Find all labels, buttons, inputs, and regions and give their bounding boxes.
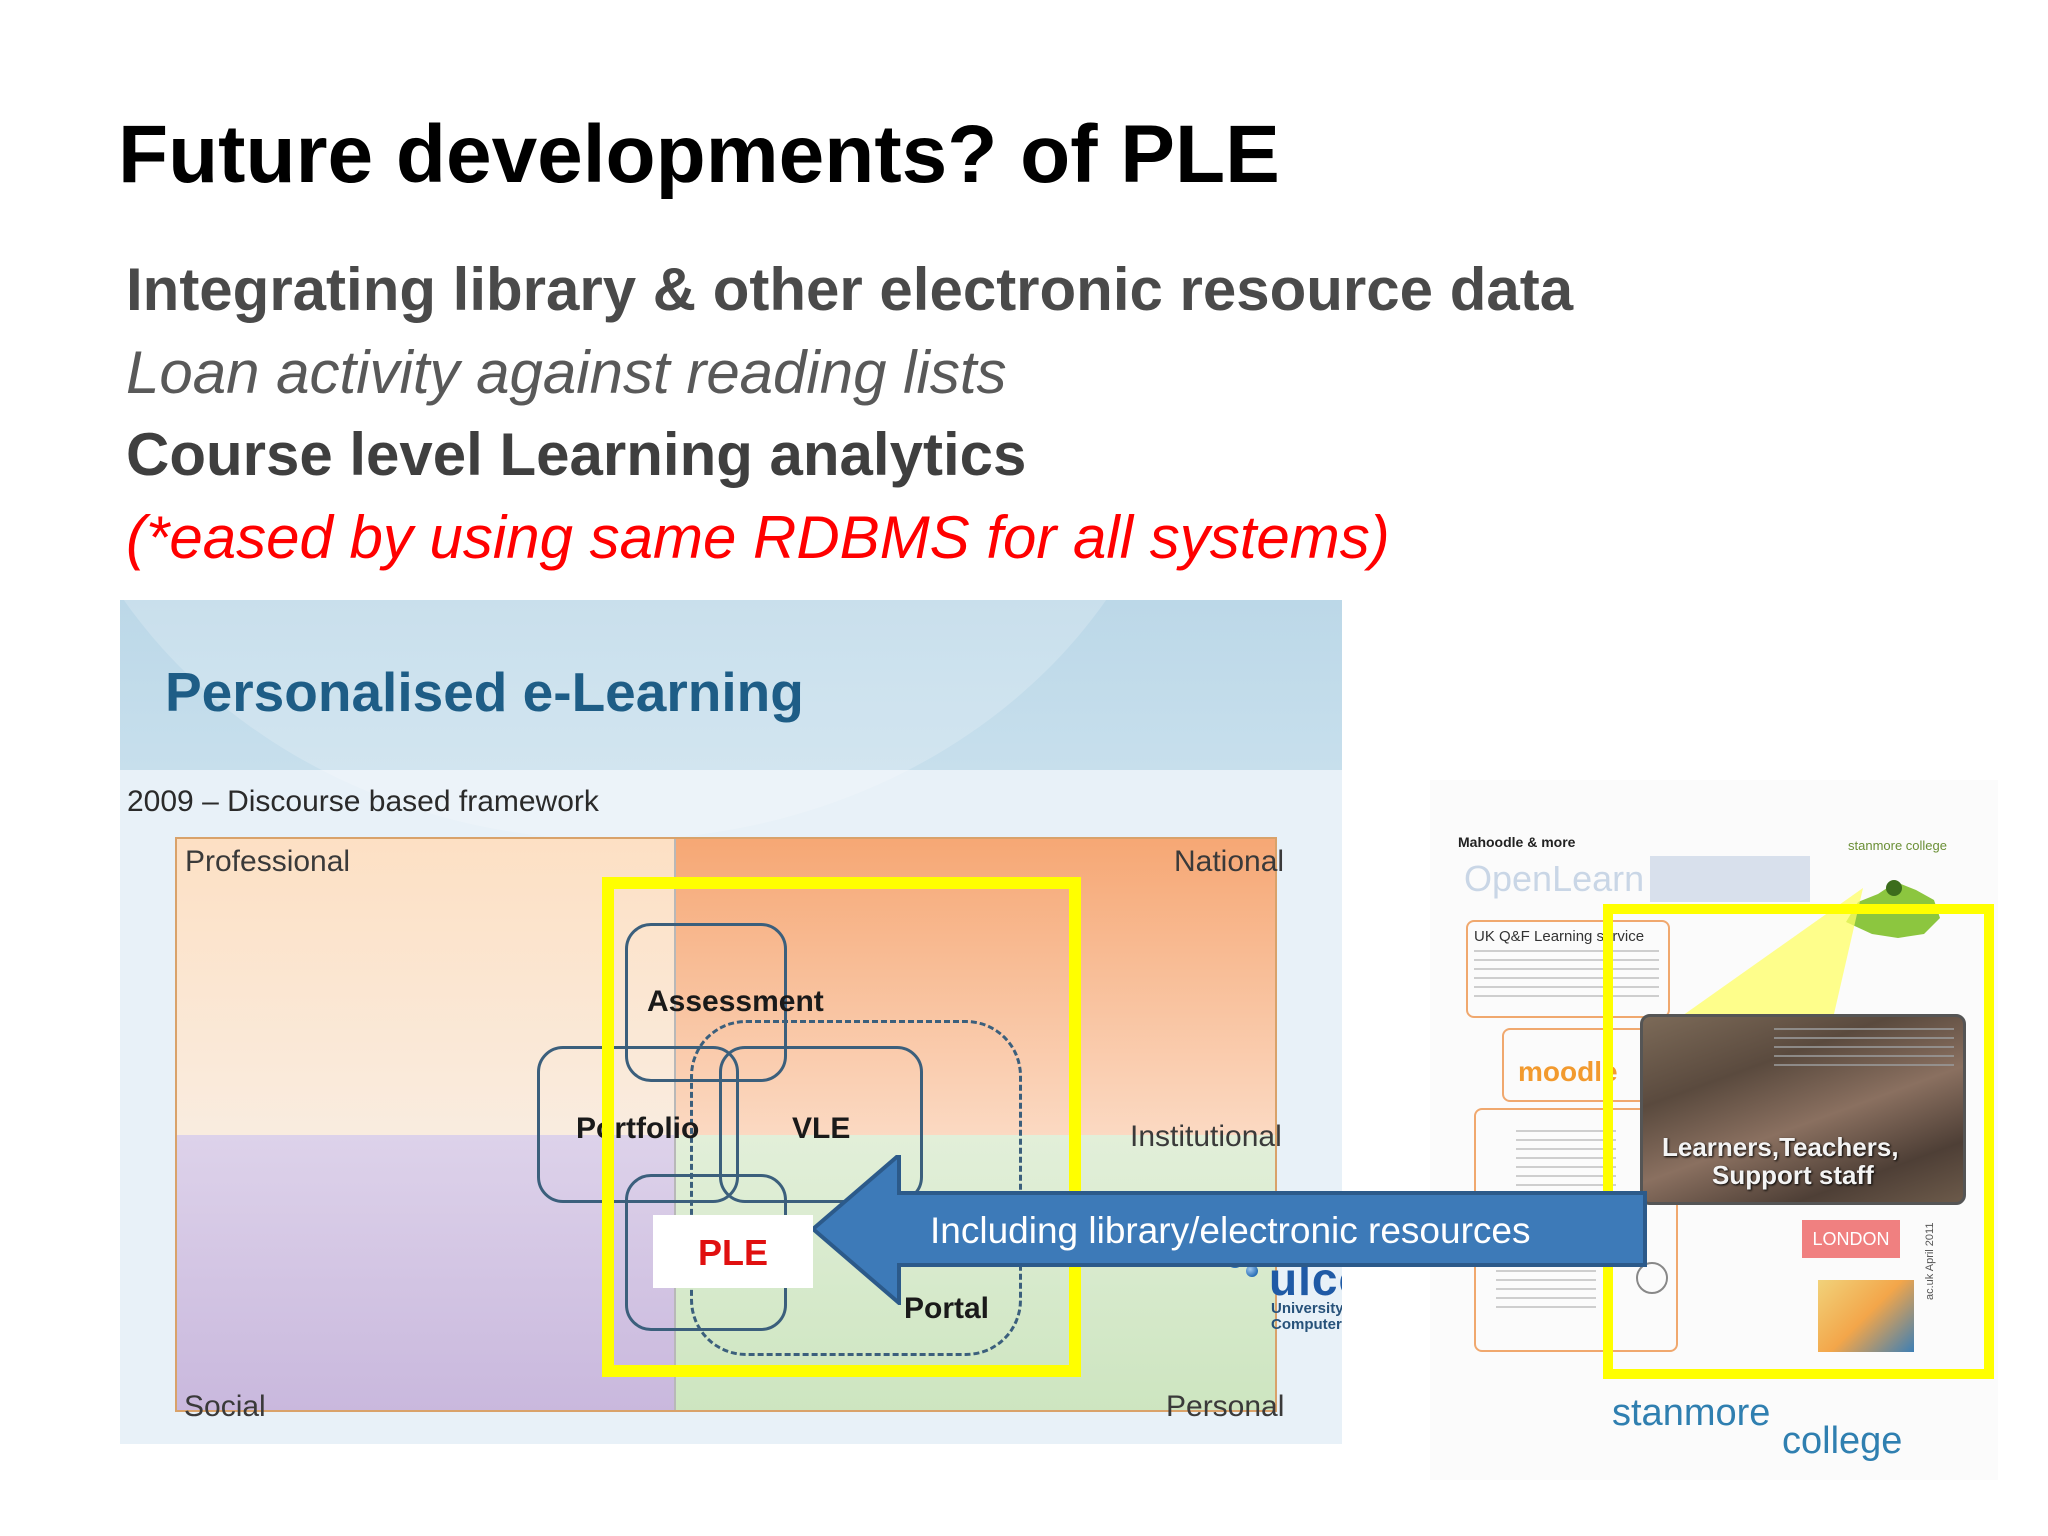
label-professional: Professional (185, 845, 351, 878)
spotlight-beam (1648, 888, 1863, 1040)
qaf-service-box (1466, 920, 1670, 1018)
ple-framework-diagram: Personalised e-Learning 2009 – Discourse… (120, 600, 1342, 1444)
openlearn-logo: OpenLearn (1464, 858, 1645, 899)
ple-label: PLE (697, 1232, 768, 1273)
node-vle-box (719, 1046, 923, 1203)
bullet-loan-activity: Loan activity against reading lists (126, 339, 1007, 406)
photo-caption-2: Support staff (1712, 1160, 1874, 1190)
quadrant-divider (674, 837, 676, 1412)
label-personal: Personal (1166, 1390, 1285, 1423)
ulcc-logo-line2: Computer Centre (1271, 1316, 1342, 1333)
ulcc-logo-line1: University of London (1271, 1300, 1342, 1317)
callout-text: Including library/electronic resources (930, 1210, 1531, 1251)
ceb-logo (1650, 856, 1810, 902)
free-spaces-text (1774, 1028, 1954, 1068)
node-portal-label: Portal (904, 1292, 990, 1325)
qaf-service-text (1474, 950, 1659, 1000)
node-portfolio-label: Portfolio (576, 1112, 700, 1145)
stanmore-logo-word2: college (1782, 1420, 1903, 1462)
stanmore-small-logo: stanmore college (1848, 838, 1947, 853)
node-portal-box (690, 1020, 1022, 1356)
label-national: National (1174, 845, 1285, 878)
photo-caption-1: Learners,Teachers, (1662, 1132, 1899, 1162)
access-federation-logo (1818, 1280, 1914, 1352)
slide-title: Future developments? of PLE (118, 109, 1280, 200)
ple-callout-box (653, 1215, 813, 1288)
node-assessment-label: Assessment (647, 985, 824, 1018)
bullet-rdbms-note: (*eased by using same RDBMS for all syst… (126, 504, 1390, 571)
label-social: Social (184, 1390, 266, 1423)
quadrant-frame (175, 837, 1277, 1412)
diagram-subtitle: 2009 – Discourse based framework (127, 785, 599, 818)
node-vle-label: VLE (792, 1112, 851, 1145)
diagram-title: Personalised e-Learning (165, 661, 804, 723)
london-libraries-icon (1636, 1262, 1668, 1294)
lifelong-learning-text (1496, 1270, 1596, 1310)
london-badge: LONDON (1802, 1220, 1900, 1258)
node-assessment-box (625, 923, 787, 1082)
label-institutional: Institutional (1130, 1120, 1282, 1153)
quadrant-social (175, 1135, 675, 1412)
stanmore-logo-word1: stanmore (1612, 1392, 1771, 1434)
quadrant-professional (175, 837, 675, 1135)
qaf-service-label: UK Q&F Learning service (1474, 928, 1645, 945)
thumbnail-header: Mahoodle & more (1458, 834, 1576, 850)
bullet-learning-analytics: Course level Learning analytics (126, 421, 1027, 488)
callout-arrow (813, 1155, 1647, 1305)
moodle-logo: moodle (1518, 1056, 1618, 1087)
node-portfolio-box (537, 1046, 739, 1203)
ulcc-logo-ball-blue-small (1246, 1265, 1258, 1277)
bullet-integrating: Integrating library & other electronic r… (126, 256, 1574, 323)
highlight-box-thumbnail (1603, 904, 1994, 1379)
